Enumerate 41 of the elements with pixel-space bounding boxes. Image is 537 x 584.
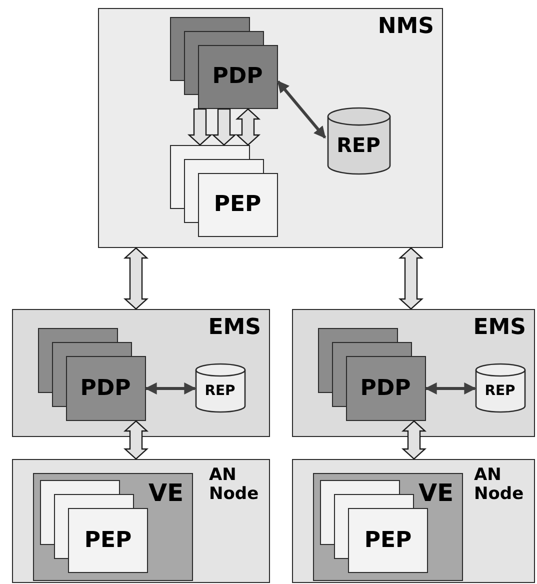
box-title: EMS — [473, 316, 526, 340]
database-cylinder — [194, 362, 246, 412]
container-box — [32, 472, 192, 580]
container-box — [98, 8, 443, 248]
container-box — [12, 309, 270, 437]
box-title: NMS — [378, 15, 434, 40]
block-arrow — [398, 247, 424, 310]
container-box — [292, 459, 535, 583]
cylinder-label: REP — [204, 383, 236, 400]
block-arrow — [123, 420, 149, 460]
box-title: VE — [418, 480, 454, 506]
block-arrow — [187, 108, 213, 146]
box-title: EMS — [208, 316, 261, 340]
block-arrow — [123, 247, 149, 310]
card-stack — [170, 144, 278, 236]
card-stack — [38, 328, 146, 420]
database-cylinder — [474, 362, 526, 412]
block-arrow — [211, 108, 237, 146]
box-title: AN Node — [474, 466, 525, 504]
card-label: PDP — [80, 376, 131, 400]
arrow — [424, 382, 476, 394]
card-stack — [318, 328, 426, 420]
card-stack — [170, 16, 278, 108]
container-box — [312, 472, 462, 580]
card-label: PEP — [364, 528, 412, 553]
card-label: PEP — [84, 528, 132, 553]
container-box — [12, 459, 270, 583]
container-box — [292, 309, 535, 437]
arrow — [144, 382, 196, 394]
cylinder-label: REP — [484, 383, 516, 400]
box-title: VE — [148, 480, 184, 506]
cylinder-label: REP — [336, 132, 380, 157]
card-label: PDP — [212, 64, 263, 89]
card-label: PEP — [214, 192, 262, 217]
box-title: AN Node — [209, 466, 260, 504]
card-stack — [40, 480, 148, 573]
block-arrow — [401, 420, 427, 460]
block-arrow — [235, 108, 261, 146]
database-cylinder — [326, 106, 390, 174]
arrow — [276, 80, 326, 139]
card-label: PDP — [360, 376, 411, 400]
